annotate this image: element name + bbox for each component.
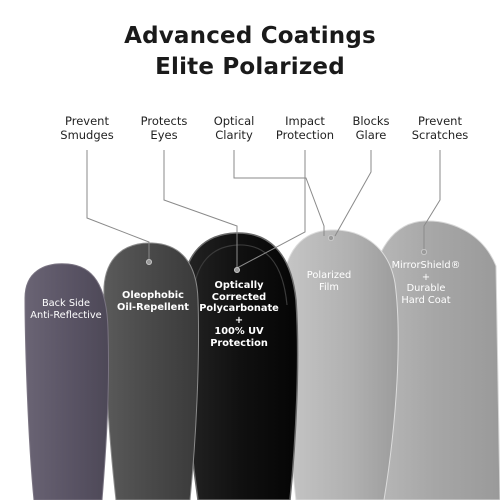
connector-lines [86,150,441,269]
benefit-impact-protection: Impact Protection [275,114,335,142]
benefit-blocks-glare: Blocks Glare [352,114,390,142]
benefit-optical-clarity: Optical Clarity [213,114,255,142]
layer-label-polycarbonate: Optically Corrected Polycarbonate + 100%… [199,280,279,349]
benefit-prevent-smudges: Prevent Smudges [60,114,114,142]
layer-label-oleophobic: Oleophobic Oil-Repellent [117,290,189,313]
title-line-1: Advanced Coatings [124,23,376,49]
title-line-2: Elite Polarized [155,54,345,80]
layer-label-polarized-film: Polarized Film [306,270,352,293]
benefit-prevent-scratches: Prevent Scratches [411,114,469,142]
layer-label-anti-reflective: Back Side Anti-Reflective [30,298,102,321]
connector-dots [145,234,427,273]
layer-label-mirrorshield: MirrorShield® + Durable Hard Coat [391,260,461,306]
lens-layer-anti-reflective [24,263,110,500]
benefit-protects-eyes: Protects Eyes [140,114,188,142]
lens-layer-oleophobic [103,242,200,500]
